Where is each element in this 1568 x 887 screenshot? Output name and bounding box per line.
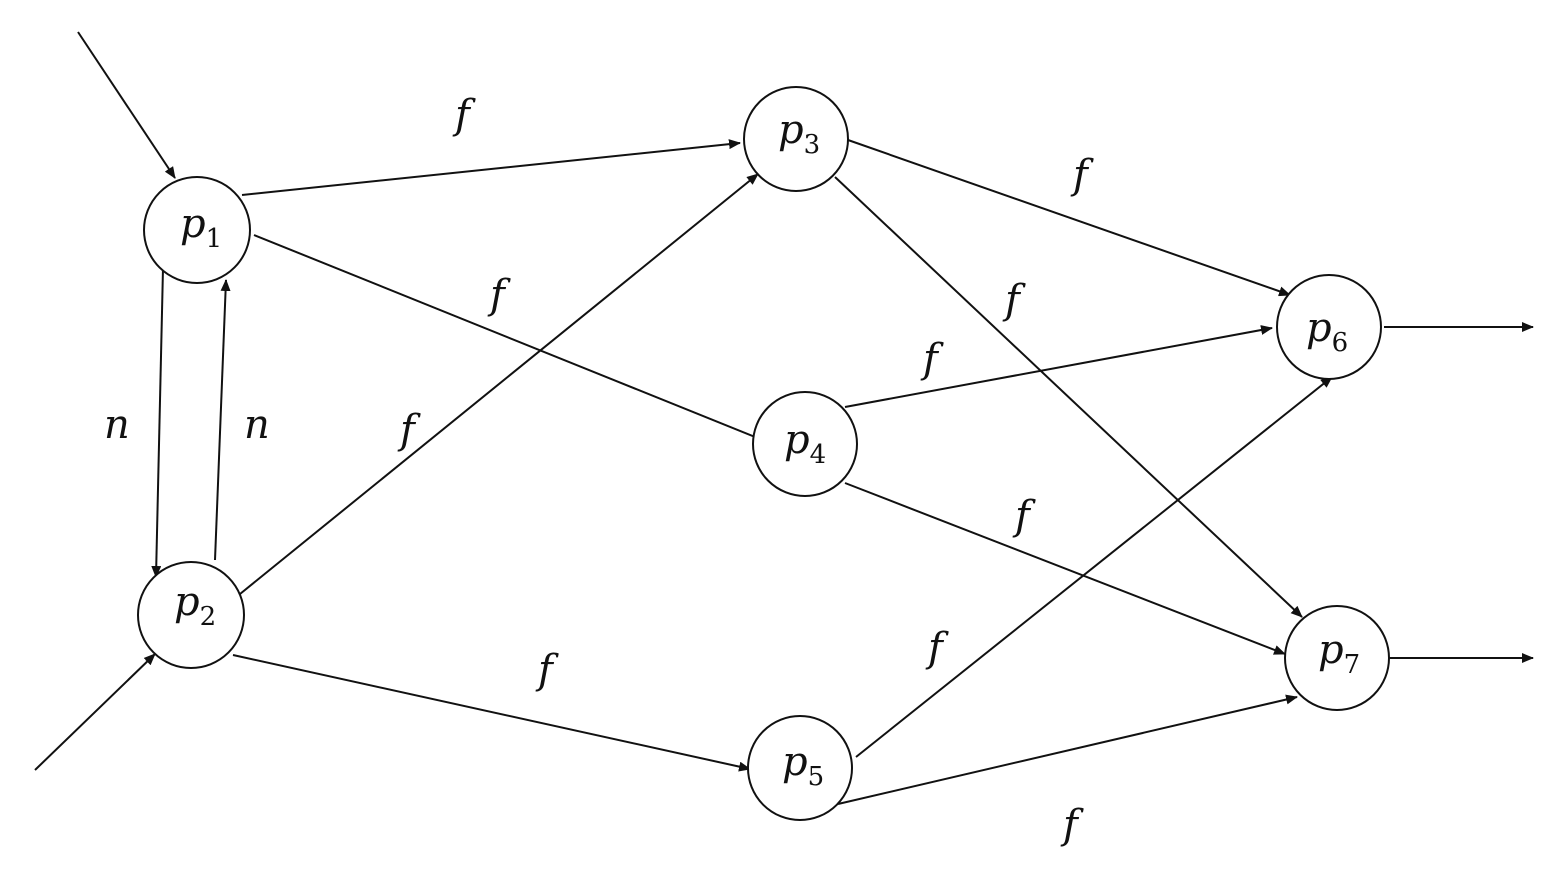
edge-p5-p6: [855, 376, 1333, 758]
node-p5-subscript: 5: [808, 762, 825, 792]
edge-input-p2: [34, 653, 156, 771]
edge-label-p1-p3: f: [452, 92, 476, 138]
node-p6-letter: p: [1306, 305, 1332, 351]
edge-label-p1-p4: f: [487, 272, 511, 318]
node-p3-letter: p: [778, 107, 804, 153]
node-p3-subscript: 3: [804, 130, 821, 160]
edge-p3-p7: [834, 176, 1303, 618]
nodes: p1 p2 p3 p4 p5: [137, 86, 1390, 821]
node-p1-circle: [143, 176, 251, 284]
node-p3-label: p3: [778, 107, 820, 160]
edge-labels: n n f f f f f f f f f f: [104, 92, 1094, 848]
node-p7-subscript: 7: [1344, 650, 1361, 680]
edge-p5-p7: [837, 694, 1298, 805]
edge-p1-p4: [253, 234, 766, 442]
edge-label-p2-p3: f: [397, 407, 421, 453]
edge-input-p1: [77, 31, 176, 179]
edge-p4-p6: [844, 325, 1273, 408]
node-p4-letter: p: [784, 417, 810, 463]
edge-label-p4-p7: f: [1012, 493, 1036, 539]
node-p5-label: p5: [782, 739, 824, 792]
node-p4-label: p4: [784, 417, 826, 470]
node-p1: p1: [143, 176, 251, 284]
node-p3: p3: [743, 86, 849, 192]
edge-p1-p2: [151, 267, 164, 578]
edge-label-p2-p1: n: [244, 402, 270, 448]
edge-label-p5-p6: f: [925, 625, 949, 671]
node-p1-label: p1: [180, 201, 222, 254]
edge-p1-p3: [241, 139, 741, 196]
node-p1-subscript: 1: [206, 224, 223, 254]
edge-label-p3-p6: f: [1070, 152, 1094, 198]
node-p5-letter: p: [782, 739, 808, 785]
node-p6-label: p6: [1306, 305, 1348, 358]
edge-p2-p3: [239, 173, 759, 595]
edge-p4-p7: [844, 482, 1286, 655]
node-p4-subscript: 4: [810, 440, 827, 470]
node-p7-circle: [1284, 605, 1390, 711]
edge-p2-p1: [214, 279, 231, 561]
node-p7-label: p7: [1318, 627, 1360, 680]
edge-label-p2-p5: f: [535, 647, 559, 693]
node-p7: p7: [1284, 605, 1390, 711]
edges: [34, 31, 1534, 805]
edge-label-p5-p7: f: [1060, 802, 1084, 848]
node-p2-letter: p: [174, 579, 200, 625]
node-p5-circle: [747, 715, 853, 821]
edge-label-p1-p2: n: [104, 402, 130, 448]
node-p6-circle: [1276, 274, 1382, 380]
node-p2-circle: [137, 561, 245, 669]
node-p4: p4: [752, 391, 858, 497]
node-p1-letter: p: [180, 201, 206, 247]
edge-p3-p6: [847, 139, 1291, 297]
node-p3-circle: [743, 86, 849, 192]
node-p7-letter: p: [1318, 627, 1344, 673]
node-p5: p5: [747, 715, 853, 821]
node-p6-subscript: 6: [1332, 328, 1349, 358]
node-p2-subscript: 2: [200, 602, 217, 632]
node-p2-label: p2: [174, 579, 216, 632]
edge-p2-p5: [232, 654, 751, 772]
edge-label-p4-p6: f: [920, 336, 944, 382]
node-p2: p2: [137, 561, 245, 669]
edge-label-p3-p7: f: [1002, 277, 1026, 323]
node-p4-circle: [752, 391, 858, 497]
node-p6: p6: [1276, 274, 1382, 380]
